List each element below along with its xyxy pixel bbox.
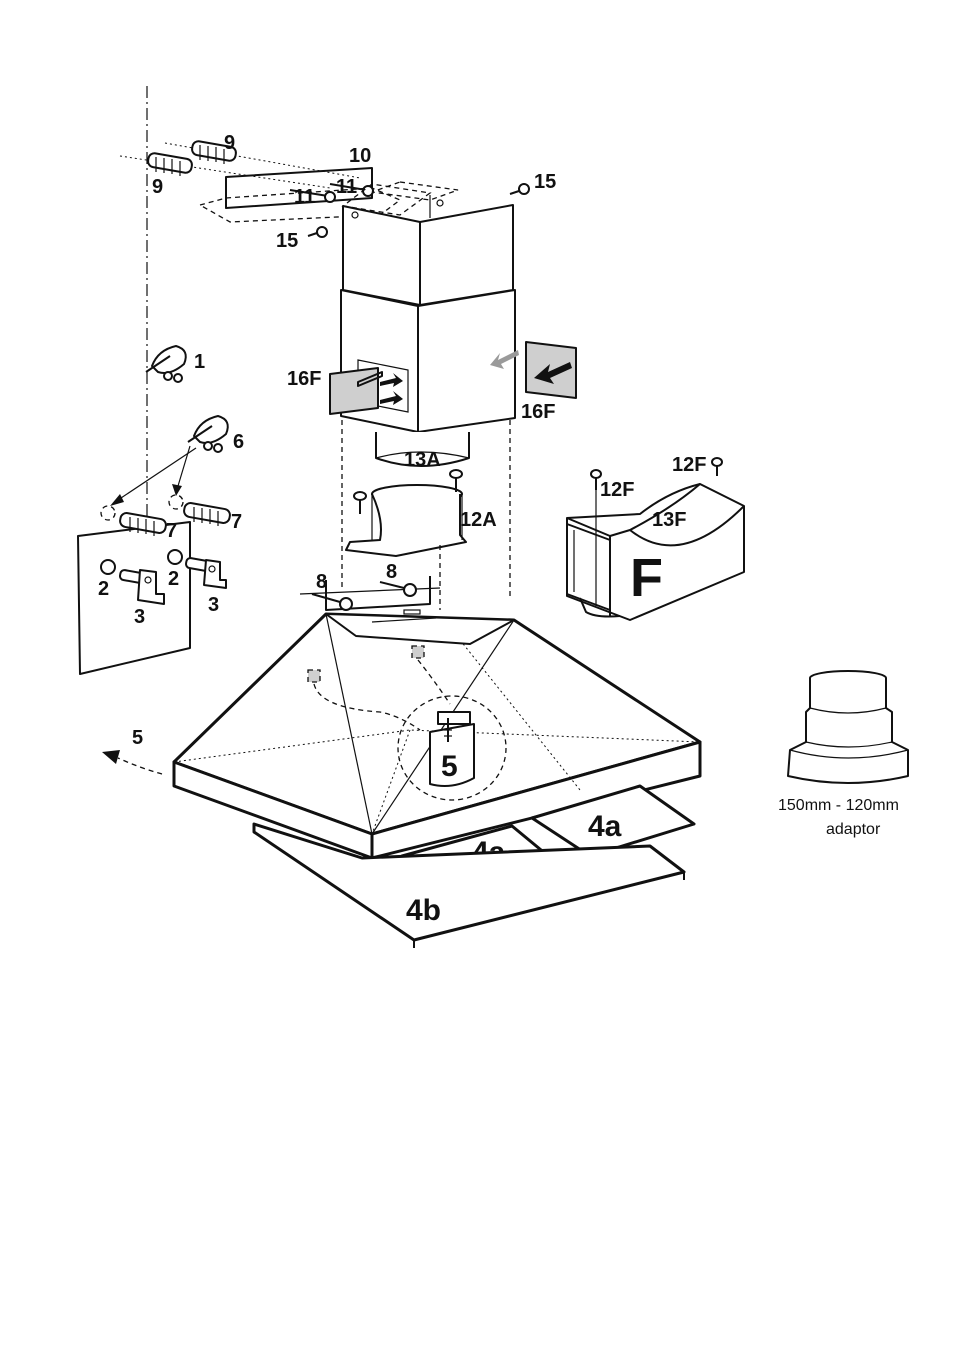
- label-step-1: 1: [194, 351, 205, 373]
- label-7-right: 7: [231, 511, 242, 533]
- wall-section: [77, 521, 191, 675]
- label-f: F: [630, 548, 663, 608]
- label-15-right: 15: [534, 171, 556, 193]
- label-arrow-5: 5: [132, 727, 143, 749]
- chimney-lower: [340, 289, 516, 433]
- label-2-right: 2: [168, 568, 179, 590]
- screw-12a-right: [449, 469, 463, 492]
- screw-12a-left: [353, 491, 367, 514]
- detail-circle-5: [397, 695, 507, 801]
- collar-13a: [375, 432, 470, 467]
- deflector-13f: [566, 480, 745, 621]
- hook-3-left: [118, 569, 165, 605]
- wall-plug-9-left: [147, 152, 193, 176]
- label-13f: 13F: [652, 509, 686, 531]
- label-12f-right: 12F: [672, 454, 706, 476]
- wall-plug-7-right: [183, 502, 231, 526]
- carbon-filter-16f-left: [329, 367, 403, 415]
- screw-15-top-right: [509, 183, 530, 195]
- dashed-leader-right: [417, 659, 451, 705]
- label-2-left: 2: [98, 578, 109, 600]
- drill-icon-6: [110, 415, 229, 506]
- reducer-adaptor: [787, 670, 909, 784]
- label-10: 10: [349, 145, 371, 167]
- chimney-upper: [341, 181, 514, 306]
- label-8-right: 8: [386, 561, 397, 583]
- screw-15-top-left: [307, 226, 328, 238]
- label-7-left: 7: [166, 520, 177, 542]
- adaptor-caption-line2: adaptor: [826, 821, 881, 838]
- label-step-6: 6: [233, 431, 244, 453]
- label-11-right: 11: [336, 176, 357, 198]
- label-9-top: 9: [224, 132, 235, 154]
- drill-hole-left: [100, 505, 116, 521]
- label-15-left: 15: [276, 230, 298, 252]
- label-3-right: 3: [208, 594, 219, 616]
- label-13a: 13A: [404, 449, 441, 471]
- washer-2-right: [167, 549, 183, 565]
- label-detail-5: 5: [441, 750, 458, 783]
- label-16f-right: 16F: [521, 401, 555, 423]
- drill-icon-1: [145, 345, 187, 383]
- wall-plug-7-left: [119, 512, 167, 536]
- washer-2-left: [100, 559, 116, 575]
- label-4a-right: 4a: [588, 810, 622, 843]
- panel-4b: [252, 822, 686, 948]
- screw-8-left: [311, 593, 353, 611]
- label-9-left: 9: [152, 176, 163, 198]
- screw-12f-left: [590, 469, 602, 490]
- fixing-point-left: [307, 669, 321, 683]
- detail-5-clip: [429, 711, 475, 787]
- screw-12f-right: [711, 457, 723, 476]
- drill-hole-right: [168, 494, 184, 510]
- label-4b: 4b: [406, 894, 441, 927]
- screw-8-right: [379, 581, 417, 597]
- label-3-left: 3: [134, 606, 145, 628]
- fixing-point-right: [411, 645, 425, 659]
- air-outlet-adapter-12a: [341, 420, 511, 610]
- dashed-leader-left: [313, 683, 421, 731]
- label-8-left: 8: [316, 571, 327, 593]
- wall-plug-9-top: [191, 140, 237, 164]
- label-11-left: 11: [294, 186, 315, 208]
- label-12a: 12A: [460, 509, 497, 531]
- label-12f-left: 12F: [600, 479, 634, 501]
- label-16f-left: 16F: [287, 368, 321, 390]
- carbon-filter-16f-right: [490, 341, 577, 399]
- hook-3-right: [184, 557, 227, 589]
- arrow-5: [102, 750, 163, 775]
- adaptor-caption-line1: 150mm - 120mm: [778, 797, 899, 814]
